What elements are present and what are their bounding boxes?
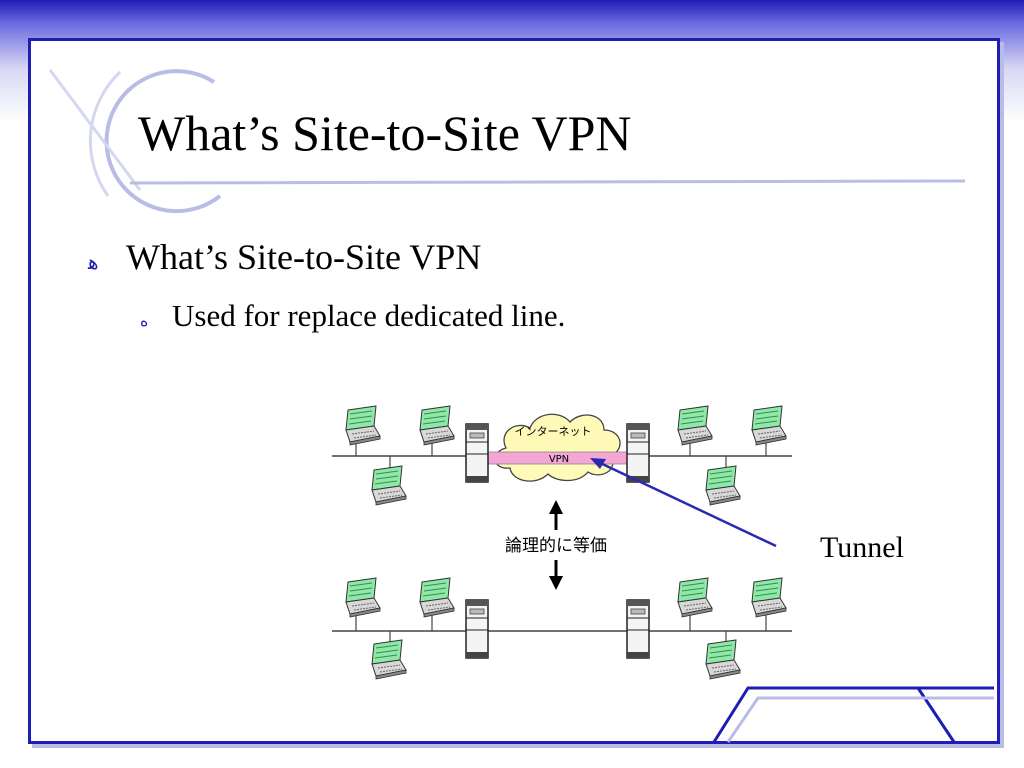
bullet-level-1: ﻫ What’s Site-to-Site VPN [88,236,481,278]
laptop-icon [345,577,381,618]
bullet-text: What’s Site-to-Site VPN [126,237,482,277]
slide-title: What’s Site-to-Site VPN [138,105,632,161]
laptop-icon [751,405,787,446]
cloud-label: インターネット [515,425,592,438]
laptop-icon [705,465,741,506]
arrow-up-icon [549,500,563,514]
bullet-text: Used for replace dedicated line. [172,298,566,333]
server-icon [465,423,489,483]
laptop-icon [677,577,713,618]
server-icon [626,423,650,483]
laptop-icon [677,405,713,446]
equivalence-label: 論理的に等価 [505,536,607,556]
tunnel-callout [590,458,777,548]
equivalence-arrows: 論理的に等価 [505,500,607,590]
vpn-tunnel: VPN [487,451,631,465]
laptop-icon [345,405,381,446]
bottom-network [332,577,792,680]
arrow-head-icon [590,458,606,469]
laptop-icon [705,639,741,680]
laptop-icon [751,577,787,618]
arrow-down-icon [549,576,563,590]
small-leaf-bullet-icon: ﻩ [140,311,149,330]
laptop-icon [419,577,455,618]
laptop-icon [419,405,455,446]
laptop-icon [371,639,407,680]
bullet-level-2: ﻩ Used for replace dedicated line. [140,298,565,334]
server-icon [626,599,650,659]
internet-cloud: インターネット [494,413,621,482]
leaf-bullet-icon: ﻫ [88,250,99,274]
laptop-icon [371,465,407,506]
tunnel-label: Tunnel [820,531,904,564]
top-network: インターネット VPN [332,405,792,506]
vpn-label: VPN [549,454,569,465]
server-icon [465,599,489,659]
